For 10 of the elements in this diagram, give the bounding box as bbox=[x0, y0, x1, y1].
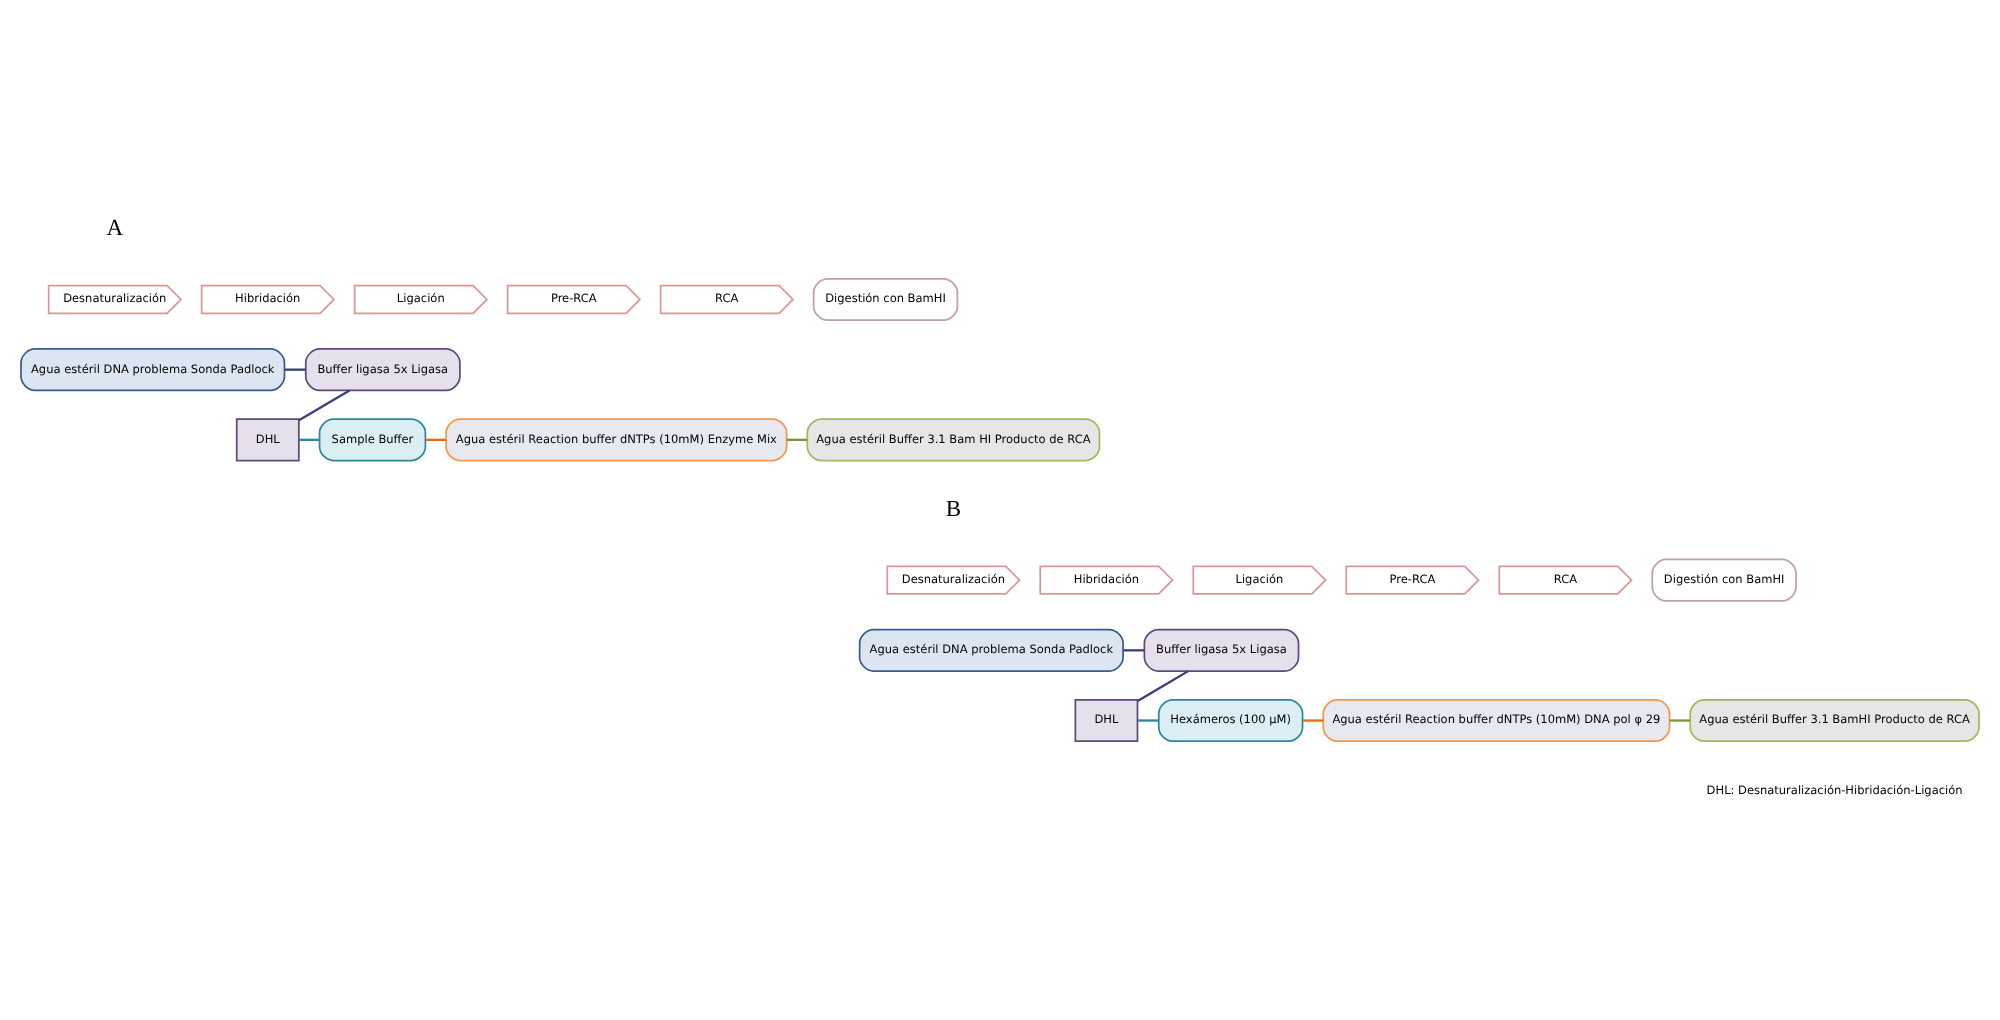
connector bbox=[1123, 649, 1145, 652]
connector bbox=[284, 368, 306, 371]
label: B bbox=[945, 497, 962, 522]
connector bbox=[1669, 719, 1691, 722]
connector bbox=[1302, 719, 1324, 722]
connector bbox=[1137, 719, 1159, 722]
connector bbox=[425, 438, 446, 441]
connector bbox=[786, 438, 807, 441]
label: A bbox=[106, 217, 124, 242]
connector bbox=[298, 438, 319, 441]
